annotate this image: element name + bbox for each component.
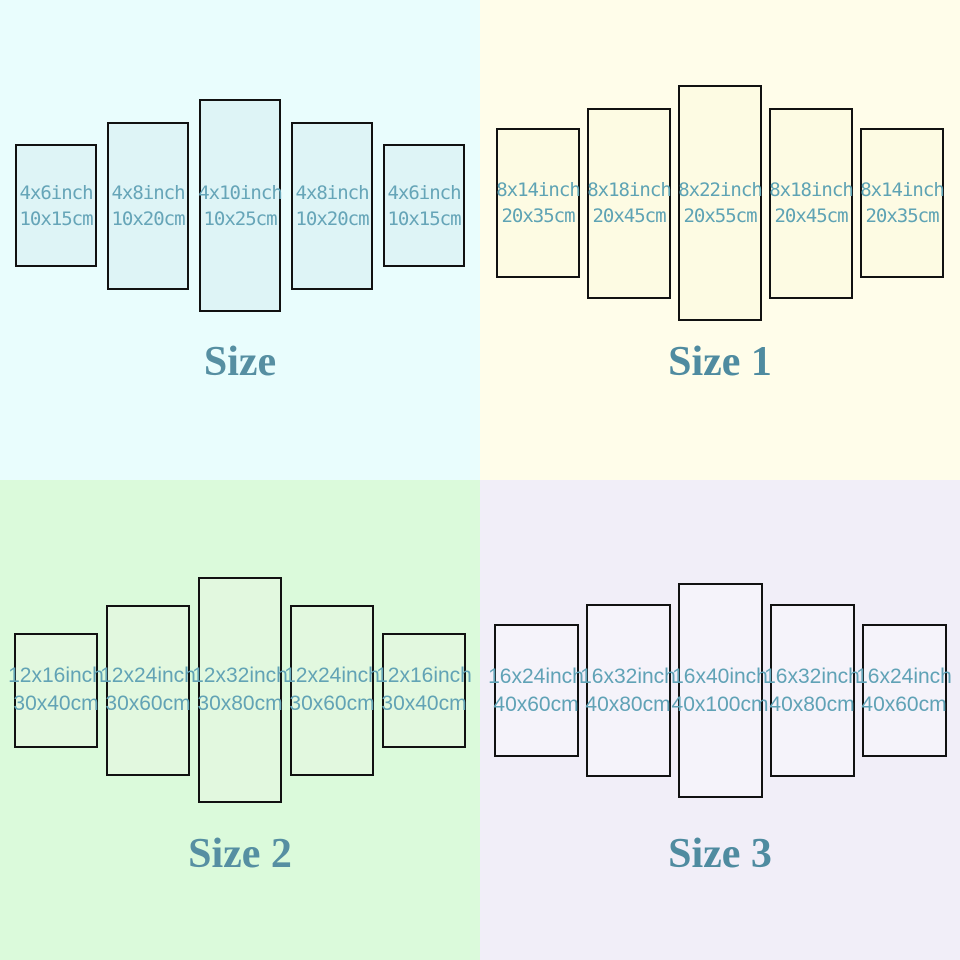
size-option-quadrant: 4x6inch 10x15cm 4x8inch 10x20cm 4x10inch… <box>0 0 480 480</box>
canvas-panel: 4x6inch 10x15cm <box>15 144 97 267</box>
panel-size-inch: 4x8inch <box>295 181 369 204</box>
panel-size-inch: 8x18inch <box>587 179 672 201</box>
panel-size-inch: 8x22inch <box>678 179 763 201</box>
canvas-panel: 8x22inch 20x55cm <box>678 85 763 321</box>
canvas-panel: 16x24inch 40x60cm <box>856 624 952 757</box>
size-option-quadrant: 12x16inch 30x40cm 12x24inch 30x60cm 12x3… <box>0 480 480 960</box>
size-option-title: Size 2 <box>188 831 292 877</box>
canvas-panel: 8x14inch 20x35cm <box>496 128 581 278</box>
size-option-title: Size <box>203 339 277 385</box>
panel-size-inch: 16x24inch <box>856 664 952 688</box>
canvas-panel: 12x32inch 30x80cm <box>192 577 288 803</box>
panel-size-label: 4x10inch 10x25cm <box>198 180 283 232</box>
canvas-panel: 12x16inch 30x40cm <box>8 632 104 748</box>
panel-size-cm: 10x20cm <box>111 207 185 230</box>
panel-size-label: 4x6inch 10x15cm <box>387 180 461 232</box>
panel-size-label: 4x8inch 10x20cm <box>111 180 185 232</box>
panel-size-inch: 12x16inch <box>8 664 104 687</box>
panel-size-inch: 12x16inch <box>376 664 472 687</box>
panel-size-cm: 40x60cm <box>861 692 947 716</box>
panel-size-cm: 30x60cm <box>289 692 375 715</box>
size-option-quadrant: 8x14inch 20x35cm 8x18inch 20x45cm 8x22in… <box>480 0 960 480</box>
panel-size-label: 16x32inch 40x80cm <box>580 663 676 719</box>
panel-row: 16x24inch 40x60cm 16x32inch 40x80cm 16x4… <box>480 583 960 798</box>
panel-row: 12x16inch 30x40cm 12x24inch 30x60cm 12x3… <box>0 577 480 803</box>
panel-size-label: 12x32inch 30x80cm <box>192 662 288 718</box>
panel-size-inch: 4x6inch <box>19 181 93 204</box>
panel-size-label: 8x18inch 20x45cm <box>587 177 672 229</box>
panel-size-cm: 10x15cm <box>19 207 93 230</box>
size-option-title: Size 1 <box>668 339 772 385</box>
panel-size-cm: 40x80cm <box>585 692 671 716</box>
panel-size-inch: 8x14inch <box>860 179 945 201</box>
canvas-panel: 12x16inch 30x40cm <box>376 632 472 748</box>
panel-size-inch: 8x14inch <box>496 179 581 201</box>
panel-row: 8x14inch 20x35cm 8x18inch 20x45cm 8x22in… <box>480 85 960 321</box>
panel-size-inch: 16x24inch <box>488 664 584 688</box>
canvas-panel: 8x14inch 20x35cm <box>860 128 945 278</box>
panel-size-label: 16x24inch 40x60cm <box>856 663 952 719</box>
panel-size-inch: 8x18inch <box>769 179 854 201</box>
panel-size-cm: 10x20cm <box>295 207 369 230</box>
canvas-panel: 8x18inch 20x45cm <box>587 107 672 299</box>
canvas-panel: 4x8inch 10x20cm <box>291 121 373 290</box>
panel-size-label: 16x40inch 40x100cm <box>672 663 769 719</box>
canvas-panel: 12x24inch 30x60cm <box>100 604 196 776</box>
panel-size-label: 12x24inch 30x60cm <box>284 662 380 718</box>
panel-size-cm: 20x55cm <box>683 205 757 227</box>
canvas-panel: 16x32inch 40x80cm <box>764 604 860 777</box>
panel-size-label: 4x6inch 10x15cm <box>19 180 93 232</box>
canvas-panel: 4x6inch 10x15cm <box>383 144 465 267</box>
panel-size-cm: 30x40cm <box>381 692 467 715</box>
panel-size-cm: 30x80cm <box>197 692 283 715</box>
canvas-panel: 4x10inch 10x25cm <box>198 99 283 312</box>
panel-size-label: 12x16inch 30x40cm <box>376 662 472 718</box>
panel-size-inch: 12x24inch <box>100 664 196 687</box>
panel-size-cm: 20x45cm <box>774 205 848 227</box>
panel-size-inch: 4x10inch <box>198 181 283 204</box>
canvas-panel: 16x32inch 40x80cm <box>580 604 676 777</box>
panel-size-label: 8x14inch 20x35cm <box>860 177 945 229</box>
panel-size-cm: 10x25cm <box>203 207 277 230</box>
panel-size-cm: 40x60cm <box>493 692 579 716</box>
panel-size-cm: 30x40cm <box>13 692 99 715</box>
size-option-quadrant: 16x24inch 40x60cm 16x32inch 40x80cm 16x4… <box>480 480 960 960</box>
panel-size-inch: 16x32inch <box>580 664 676 688</box>
panel-size-label: 8x14inch 20x35cm <box>496 177 581 229</box>
panel-size-cm: 10x15cm <box>387 207 461 230</box>
panel-size-cm: 30x60cm <box>105 692 191 715</box>
panel-size-inch: 16x40inch <box>672 664 768 688</box>
panel-size-inch: 16x32inch <box>764 664 860 688</box>
panel-row: 4x6inch 10x15cm 4x8inch 10x20cm 4x10inch… <box>0 99 480 312</box>
panel-size-cm: 40x100cm <box>671 692 769 716</box>
panel-size-cm: 20x35cm <box>501 205 575 227</box>
panel-size-label: 12x24inch 30x60cm <box>100 662 196 718</box>
panel-size-label: 16x32inch 40x80cm <box>764 663 860 719</box>
canvas-panel: 8x18inch 20x45cm <box>769 107 854 299</box>
canvas-panel: 16x40inch 40x100cm <box>672 583 768 798</box>
panel-size-cm: 20x45cm <box>592 205 666 227</box>
panel-size-label: 8x22inch 20x55cm <box>678 177 763 229</box>
panel-size-label: 16x24inch 40x60cm <box>488 663 584 719</box>
panel-size-inch: 12x32inch <box>192 664 288 687</box>
canvas-panel: 12x24inch 30x60cm <box>284 604 380 776</box>
panel-size-inch: 4x6inch <box>387 181 461 204</box>
panel-size-label: 8x18inch 20x45cm <box>769 177 854 229</box>
canvas-panel: 16x24inch 40x60cm <box>488 624 584 757</box>
panel-size-cm: 40x80cm <box>769 692 855 716</box>
panel-size-inch: 12x24inch <box>284 664 380 687</box>
panel-size-cm: 20x35cm <box>865 205 939 227</box>
canvas-panel: 4x8inch 10x20cm <box>107 121 189 290</box>
panel-size-label: 4x8inch 10x20cm <box>295 180 369 232</box>
panel-size-inch: 4x8inch <box>111 181 185 204</box>
size-option-title: Size 3 <box>668 831 772 877</box>
panel-size-label: 12x16inch 30x40cm <box>8 662 104 718</box>
